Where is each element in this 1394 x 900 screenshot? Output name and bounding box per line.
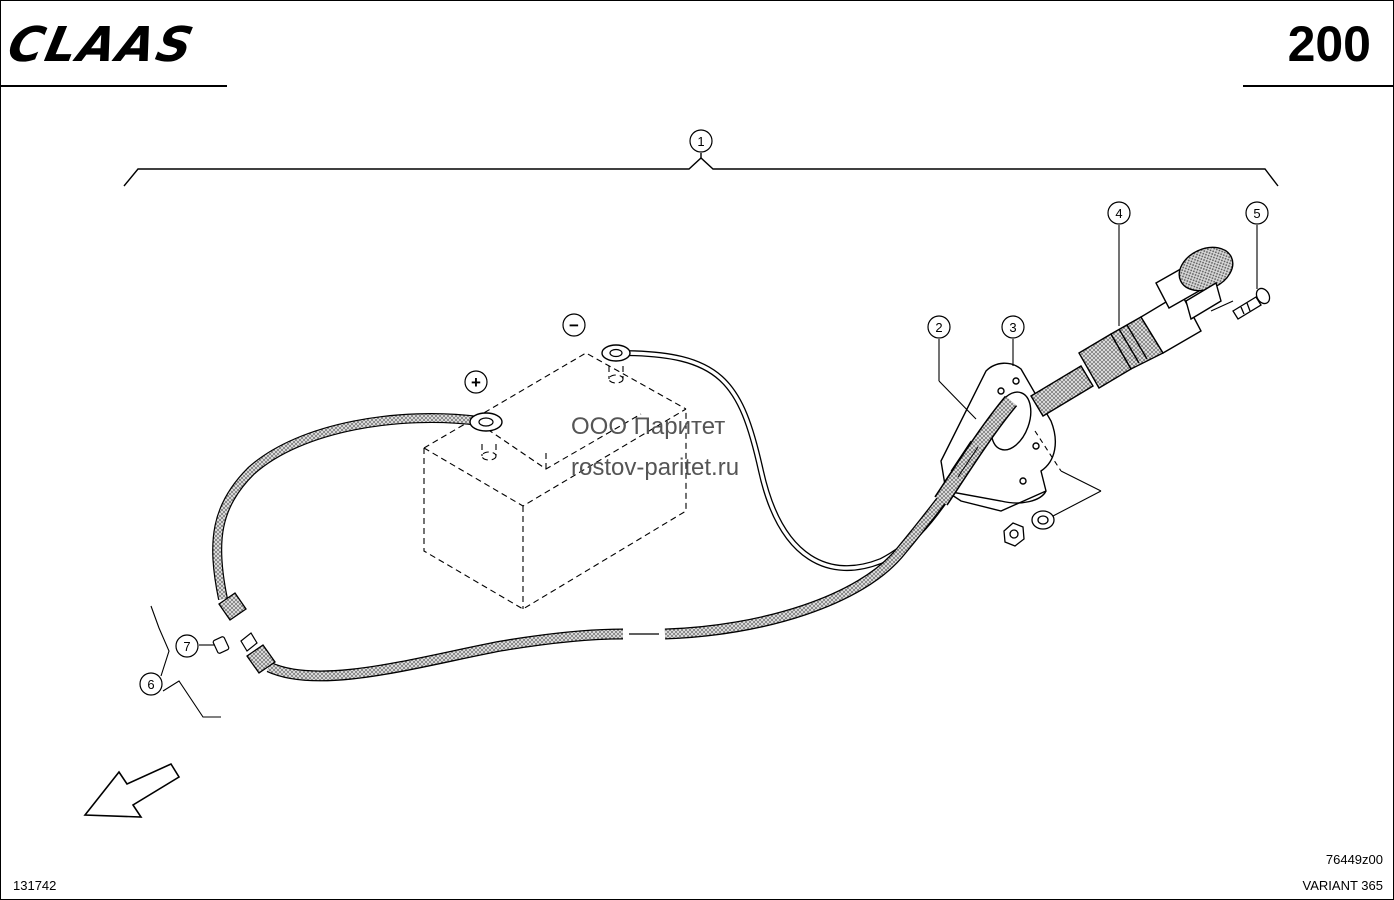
watermark-company: ООО Паритет [571,413,726,440]
leader-lines [150,225,1258,718]
drawing-code: 76449z00 [1325,852,1383,867]
watermark-url: rostov-paritet.ru [571,454,740,481]
svg-text:3: 3 [1009,320,1016,335]
callout-6: 6 [139,672,163,696]
header-rule-left [1,85,227,87]
minus-terminal-symbol: − [562,313,586,337]
callout-3: 3 [1001,315,1025,339]
callout-4: 4 [1107,201,1131,225]
svg-text:+: + [471,373,481,392]
footer-left-number: 131742 [13,878,57,893]
model-name: VARIANT 365 [1302,878,1383,893]
positive-cable [212,412,503,621]
battery-outline [423,352,687,610]
svg-text:5: 5 [1253,206,1260,221]
nut-and-washer [1003,510,1055,547]
cable-grommet [934,395,1018,506]
svg-text:6: 6 [147,677,154,692]
callout-2: 2 [927,315,951,339]
callout-1: 1 [689,129,713,153]
callout-7: 7 [175,634,199,658]
assembly-bracket [123,153,1279,187]
screw [1232,287,1271,320]
plus-terminal-symbol: + [464,370,488,394]
svg-text:4: 4 [1115,206,1122,221]
trailer-socket [1030,246,1234,417]
svg-text:7: 7 [183,639,190,654]
direction-arrow [83,762,181,818]
item-7-pin [212,636,230,654]
svg-text:−: − [569,316,579,335]
callout-5: 5 [1245,201,1269,225]
header-rule-right [1243,85,1393,87]
svg-text:1: 1 [697,134,704,149]
page-number: 200 [1287,16,1371,72]
main-cable [240,477,961,682]
svg-text:2: 2 [935,320,942,335]
